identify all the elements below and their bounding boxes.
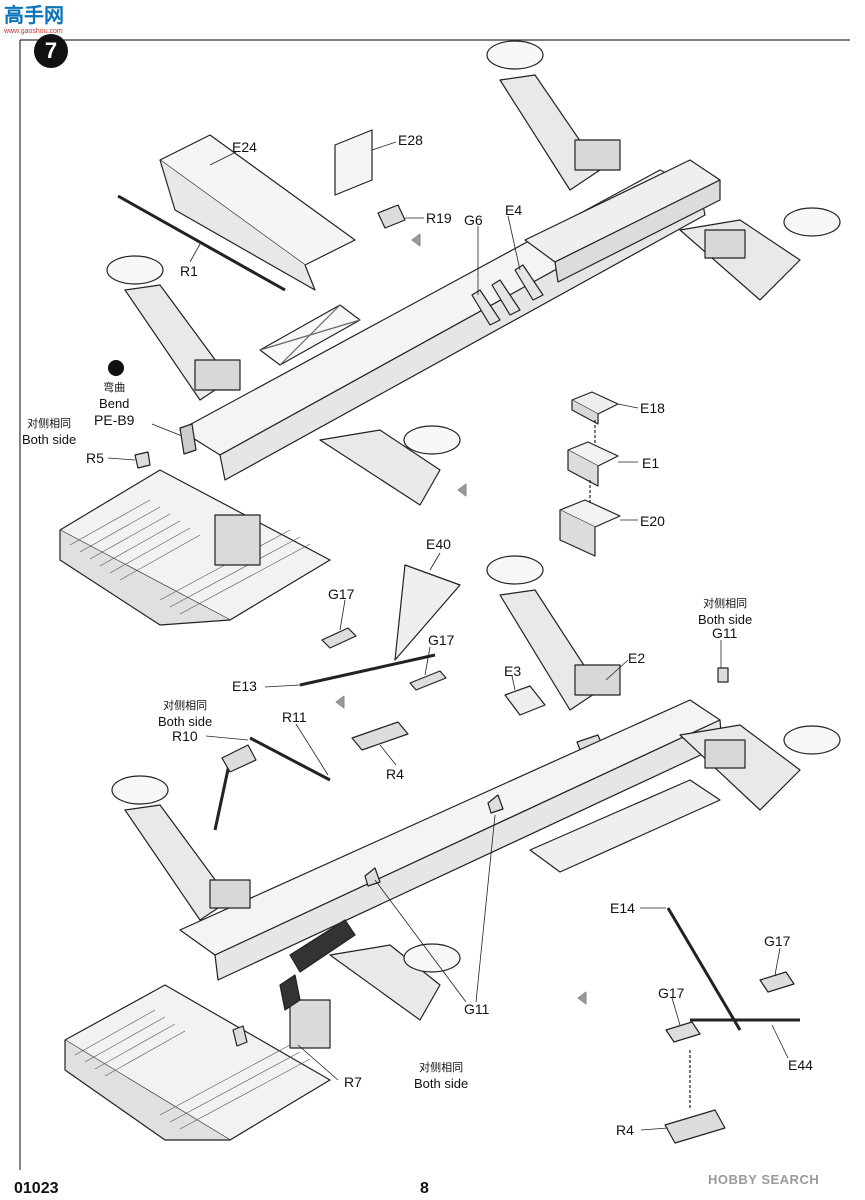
part-e24-box: [159, 134, 356, 291]
part-e3: [504, 685, 546, 716]
part-r10-r11: [213, 736, 331, 831]
both-side-english: Both side: [22, 431, 77, 447]
both-side-english: Both side: [158, 713, 213, 729]
label-g17-a: G17: [328, 586, 355, 602]
part-g11-a: [717, 667, 729, 683]
lower-chassis: [64, 555, 841, 1141]
step-number-badge: 7: [34, 34, 68, 68]
leader-lines: [107, 141, 789, 1131]
both-side-chinese: 对侧相同: [27, 418, 72, 430]
bend-note-chinese: 弯曲: [103, 382, 126, 394]
label-r10: R10: [172, 728, 198, 744]
label-g11-b: G11: [464, 1001, 490, 1017]
part-e4: [514, 264, 544, 301]
page-number: 8: [420, 1180, 429, 1197]
both-side-note-3: 对侧相同 Both side: [158, 700, 212, 730]
both-side-english: Both side: [698, 611, 753, 627]
both-side-note-1: 对侧相同 Both side: [22, 418, 76, 448]
part-e28: [334, 129, 373, 196]
bend-icon: [108, 360, 124, 376]
bend-note-english: Bend: [99, 395, 130, 411]
label-e3: E3: [504, 663, 522, 679]
both-side-english: Both side: [414, 1075, 469, 1091]
part-e18-e1-e20: [559, 391, 621, 557]
part-r1: [117, 194, 286, 292]
label-e44: E44: [788, 1057, 813, 1073]
label-r11: R11: [282, 709, 307, 725]
part-g6-a: [471, 289, 501, 326]
label-g6: G6: [464, 212, 483, 228]
both-side-note-2: 对侧相同 Both side: [698, 598, 752, 628]
label-e24: E24: [232, 139, 257, 155]
upper-chassis: [59, 40, 841, 626]
site-logo-subtext: www.gaoshou.com: [4, 28, 63, 35]
product-code: 01023: [14, 1180, 59, 1197]
direction-arrows: [335, 233, 587, 1005]
part-e40-assembly: [299, 564, 461, 751]
part-pe-b9: [179, 423, 197, 455]
part-r7: [232, 1025, 248, 1047]
label-r1: R1: [180, 263, 198, 279]
label-g11-a: G11: [712, 625, 738, 641]
part-g6-b: [491, 279, 521, 316]
label-g17-c: G17: [764, 933, 791, 949]
label-e13: E13: [232, 678, 257, 694]
bend-note-part: PE-B9: [94, 412, 135, 428]
part-r5: [134, 451, 151, 469]
label-r4-b: R4: [616, 1122, 634, 1138]
both-side-chinese: 对侧相同: [419, 1062, 464, 1074]
label-r5: R5: [86, 450, 104, 466]
both-side-chinese: 对侧相同: [163, 700, 208, 712]
label-e40: E40: [426, 536, 451, 552]
label-g17-d: G17: [658, 985, 685, 1001]
site-logo: 高手网: [4, 5, 64, 27]
label-e4: E4: [505, 202, 523, 218]
label-e20: E20: [640, 513, 665, 529]
label-g17-b: G17: [428, 632, 455, 648]
label-r19: R19: [426, 210, 452, 226]
watermark-text: HOBBY SEARCH: [708, 1172, 820, 1187]
part-e14-e44-assembly: [664, 907, 800, 1144]
label-e18: E18: [640, 400, 665, 416]
part-r19: [377, 204, 406, 229]
bend-note: 弯曲 Bend PE-B9: [94, 382, 134, 430]
label-e2: E2: [628, 650, 646, 666]
label-e14: E14: [610, 900, 635, 916]
part-g11-b2: [487, 794, 504, 814]
both-side-note-4: 对侧相同 Both side: [414, 1062, 468, 1092]
label-r7: R7: [344, 1074, 362, 1090]
label-e28: E28: [398, 132, 423, 148]
both-side-chinese: 对侧相同: [703, 598, 748, 610]
label-e1: E1: [642, 455, 660, 471]
label-r4-a: R4: [386, 766, 404, 782]
